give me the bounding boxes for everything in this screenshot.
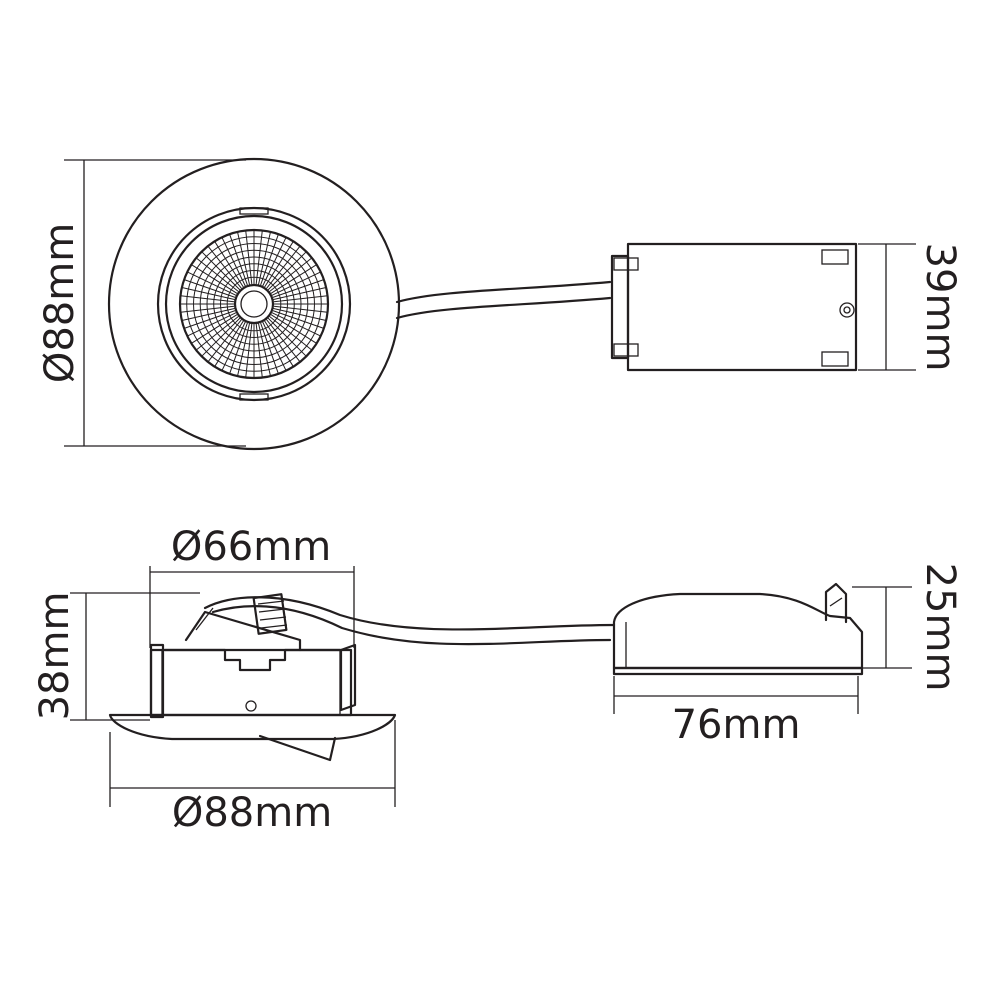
reflector-facet — [272, 279, 324, 298]
reflector-facet — [271, 271, 321, 296]
housing — [149, 648, 353, 717]
reflector-facet — [229, 234, 248, 286]
reflector-facet — [207, 245, 242, 289]
reflector-facet — [260, 322, 279, 374]
reflector-facet — [207, 319, 242, 363]
reflector-facet — [258, 231, 271, 285]
cable-side-2 — [211, 605, 612, 646]
tilted-plate — [258, 734, 337, 762]
reflector-facet — [201, 251, 241, 291]
reflector-facet — [260, 234, 279, 286]
reflector-facet — [272, 310, 324, 329]
reflector-facet — [273, 305, 328, 313]
driver-box-top — [610, 242, 858, 372]
reflector-facet — [262, 237, 287, 287]
driver-width-label: 39mm — [917, 243, 963, 372]
reflector-facet — [255, 323, 263, 378]
reflector-facet — [184, 279, 236, 298]
reflector-facet — [245, 230, 253, 285]
tilted-module — [184, 610, 302, 652]
reflector-facet — [237, 323, 250, 377]
reflector-facet — [258, 323, 271, 377]
reflector-facet — [273, 295, 328, 303]
height-label: 38mm — [32, 592, 78, 721]
led-inner — [240, 290, 268, 318]
cable-side — [203, 596, 616, 631]
reflector-facet — [273, 287, 327, 300]
reflector-facet — [266, 319, 301, 363]
clip-left — [149, 643, 165, 719]
dim-bottom-diameter: Ø88mm — [109, 720, 396, 836]
reflector-facet — [270, 314, 317, 344]
led-outer — [233, 283, 275, 325]
reflector-facet — [201, 317, 241, 357]
trim-ring — [107, 157, 401, 451]
clip-right — [339, 643, 357, 712]
reflector-facet — [187, 312, 237, 337]
side-view — [108, 582, 864, 762]
inner-diameter-label: Ø66mm — [171, 524, 331, 570]
dim-driver-height: 25mm — [852, 563, 963, 692]
dim-top-diameter: Ø88mm — [37, 159, 246, 447]
driver-height-label: 25mm — [917, 563, 963, 692]
reflector-facet — [270, 264, 317, 294]
reflector-facet — [255, 230, 263, 285]
reflector-facet — [195, 257, 239, 292]
driver-box-side — [612, 582, 864, 676]
reflector-facet — [180, 305, 235, 313]
spring-bracket — [163, 648, 342, 672]
reflector-facet — [221, 321, 246, 371]
reflector-facet — [184, 310, 236, 329]
bottom-diameter-label: Ø88mm — [172, 790, 332, 836]
cable-top — [395, 280, 612, 304]
reflector-facet — [221, 237, 246, 287]
reflector-facet — [271, 312, 321, 337]
cable-top-2 — [395, 296, 612, 320]
adjust-screw — [252, 593, 288, 635]
top-diameter-label: Ø88mm — [37, 223, 83, 383]
bezel-tab-top — [239, 207, 269, 215]
reflector-facet — [267, 317, 307, 357]
reflector-facet — [214, 241, 244, 288]
reflector-facet — [187, 271, 237, 296]
reflector-facet — [262, 321, 287, 371]
reflector-facet — [180, 295, 235, 303]
reflector-facet — [266, 245, 301, 289]
reflector-facet — [269, 257, 313, 292]
bezel-tab-bottom — [239, 393, 269, 401]
reflector-facet — [245, 323, 253, 378]
trim-flange — [108, 713, 397, 741]
reflector-facet — [191, 264, 238, 294]
reflector-facet — [195, 316, 239, 351]
reflector-facet — [181, 287, 235, 300]
dim-driver-length: 76mm — [613, 676, 859, 748]
reflector-grid — [180, 230, 328, 378]
driver-length-label: 76mm — [672, 702, 801, 748]
reflector-facet — [181, 308, 235, 321]
reflector-facet — [267, 251, 307, 291]
reflector-facet — [273, 308, 327, 321]
top-view — [107, 157, 858, 451]
reflector-facet — [269, 316, 313, 351]
reflector-facet — [264, 320, 294, 367]
reflector-facet — [214, 320, 244, 367]
dim-driver-width: 39mm — [858, 243, 963, 372]
bezel-inner — [164, 214, 344, 394]
dim-inner-diameter: Ø66mm — [149, 524, 355, 648]
reflector-facet — [264, 241, 294, 288]
reflector-facet — [229, 322, 248, 374]
reflector-facet — [237, 231, 250, 285]
reflector-facet — [191, 314, 238, 344]
dim-height: 38mm — [32, 592, 200, 721]
